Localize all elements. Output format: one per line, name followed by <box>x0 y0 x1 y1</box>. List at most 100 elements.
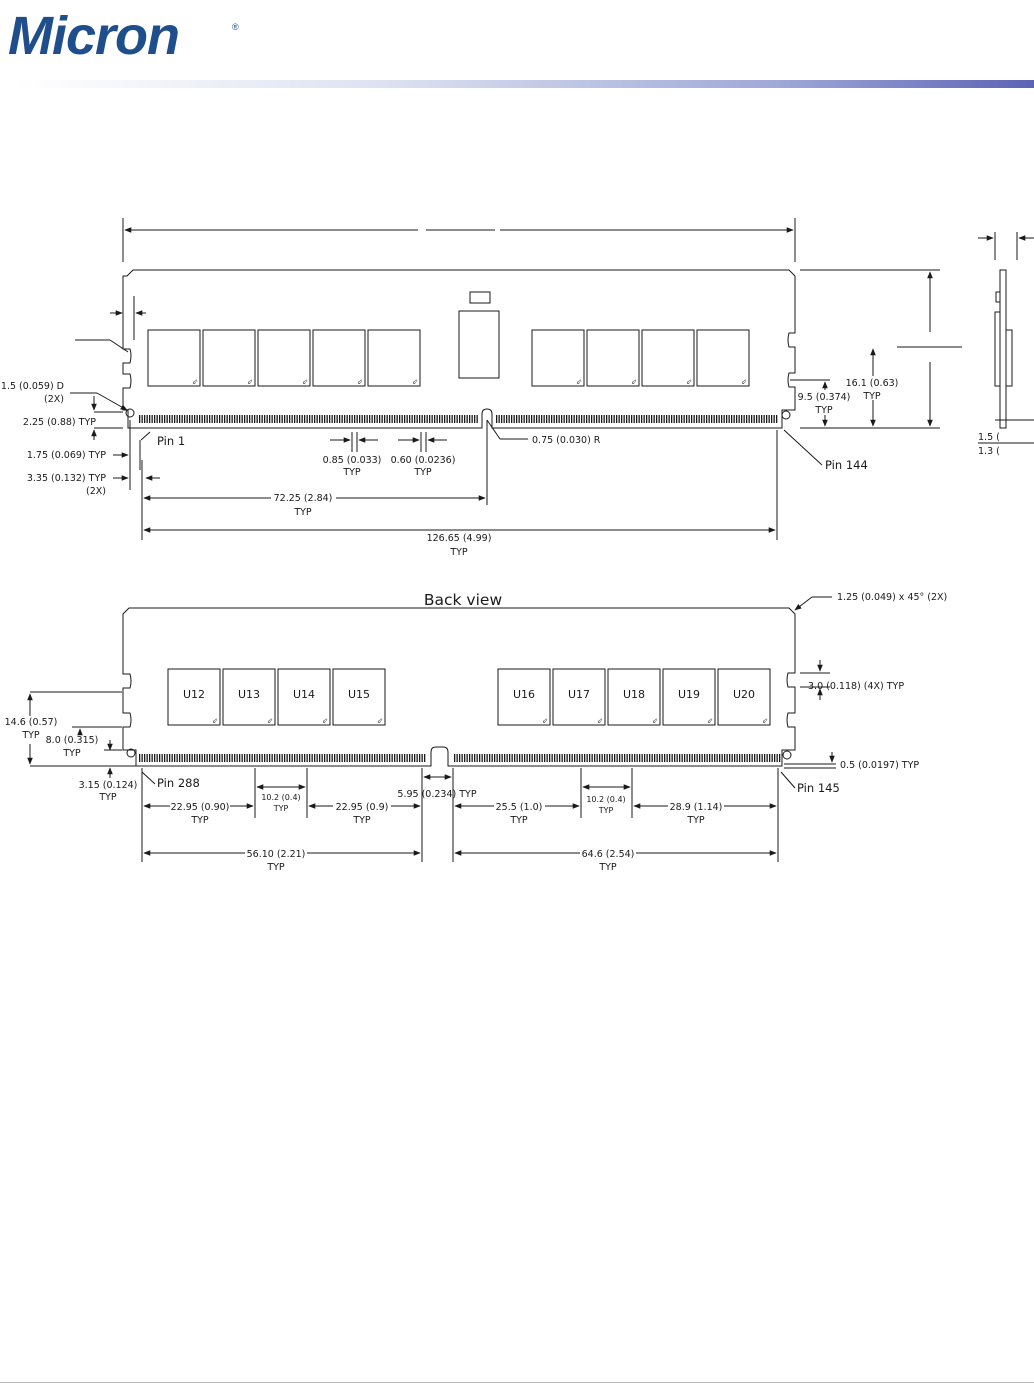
edge-pin <box>139 754 141 762</box>
edge-pin <box>361 415 363 423</box>
edge-pin <box>364 415 366 423</box>
edge-pin <box>191 754 193 762</box>
edge-pin <box>466 754 468 762</box>
edge-pin <box>616 754 618 762</box>
edge-pin <box>286 415 288 423</box>
edge-pin <box>344 415 346 423</box>
edge-pin <box>239 754 241 762</box>
edge-pin <box>566 415 568 423</box>
edge-pin <box>479 754 481 762</box>
edge-pin <box>256 415 258 423</box>
module-dimension-drawing: ⬃ ⬃ ⬃ ⬃ ⬃ ⬃ ⬃ ⬃ ⬃ 1.5 (0.059) D (2X) 2.2… <box>1 218 1034 873</box>
edge-pin <box>356 415 358 423</box>
edge-pin <box>536 754 538 762</box>
edge-pin <box>339 415 341 423</box>
dim-pin-gap: 0.60 (0.0236) <box>391 455 456 466</box>
edge-pin <box>401 754 403 762</box>
edge-pin <box>181 415 183 423</box>
edge-pin <box>421 415 423 423</box>
edge-pin <box>171 754 173 762</box>
edge-pin <box>771 754 773 762</box>
edge-pin <box>563 415 565 423</box>
edge-pin <box>734 754 736 762</box>
edge-pin <box>499 754 501 762</box>
edge-pin <box>731 415 733 423</box>
edge-pin <box>221 415 223 423</box>
edge-pin <box>651 415 653 423</box>
edge-pin <box>744 754 746 762</box>
chip-mark: ⬃ <box>322 717 328 725</box>
edge-pin <box>364 754 366 762</box>
edge-pin <box>399 754 401 762</box>
edge-pin <box>706 754 708 762</box>
edge-pin <box>374 415 376 423</box>
footer-rule <box>0 1382 1034 1383</box>
edge-pin <box>569 754 571 762</box>
edge-pin <box>626 754 628 762</box>
edge-pin <box>159 415 161 423</box>
edge-pin <box>566 754 568 762</box>
page-header: Micron ® <box>0 0 1034 95</box>
edge-pin <box>644 754 646 762</box>
edge-pin <box>456 754 458 762</box>
edge-pin <box>776 415 778 423</box>
edge-pin <box>508 415 510 423</box>
edge-pin <box>518 415 520 423</box>
edge-pin <box>581 754 583 762</box>
edge-pin <box>646 415 648 423</box>
edge-pin <box>166 754 168 762</box>
edge-pin <box>599 754 601 762</box>
edge-pin <box>594 754 596 762</box>
dim-back-b2295: 22.95 (0.9) <box>336 802 389 813</box>
edge-pin <box>429 415 431 423</box>
edge-pin <box>304 415 306 423</box>
edge-pin <box>724 754 726 762</box>
edge-pin <box>361 754 363 762</box>
edge-pin <box>156 415 158 423</box>
edge-pin <box>561 415 563 423</box>
edge-pin <box>381 415 383 423</box>
edge-pin <box>351 754 353 762</box>
edge-pin <box>146 415 148 423</box>
edge-pin <box>189 415 191 423</box>
edge-pin <box>748 415 750 423</box>
edge-pin <box>739 754 741 762</box>
edge-pin <box>634 754 636 762</box>
edge-pin <box>251 415 253 423</box>
dim-back-c289-typ: TYP <box>686 815 705 826</box>
dim-edge-335: 3.35 (0.132) TYP <box>27 473 106 484</box>
edge-pin <box>329 754 331 762</box>
edge-pin <box>726 415 728 423</box>
edge-pin <box>434 415 436 423</box>
edge-pin <box>194 415 196 423</box>
edge-pin <box>326 415 328 423</box>
edge-pin <box>414 415 416 423</box>
edge-pin <box>653 415 655 423</box>
edge-pin <box>586 415 588 423</box>
front-dram-chip <box>531 329 585 387</box>
edge-pin <box>586 754 588 762</box>
edge-pin <box>199 754 201 762</box>
edge-pin <box>669 754 671 762</box>
edge-pin <box>271 754 273 762</box>
edge-pin <box>609 754 611 762</box>
edge-pin <box>174 415 176 423</box>
edge-pin <box>498 415 500 423</box>
edge-pin <box>311 415 313 423</box>
edge-pin <box>526 754 528 762</box>
edge-pin <box>404 415 406 423</box>
edge-pin <box>516 415 518 423</box>
edge-pin <box>741 415 743 423</box>
edge-pin <box>169 415 171 423</box>
edge-pin <box>151 415 153 423</box>
edge-pin <box>751 754 753 762</box>
edge-pin <box>611 754 613 762</box>
edge-pin <box>541 415 543 423</box>
edge-pin <box>401 415 403 423</box>
edge-pin <box>694 754 696 762</box>
edge-pin <box>503 415 505 423</box>
back-chip-u14 <box>277 668 331 726</box>
edge-pin <box>736 754 738 762</box>
edge-pin <box>141 754 143 762</box>
edge-pin <box>761 754 763 762</box>
